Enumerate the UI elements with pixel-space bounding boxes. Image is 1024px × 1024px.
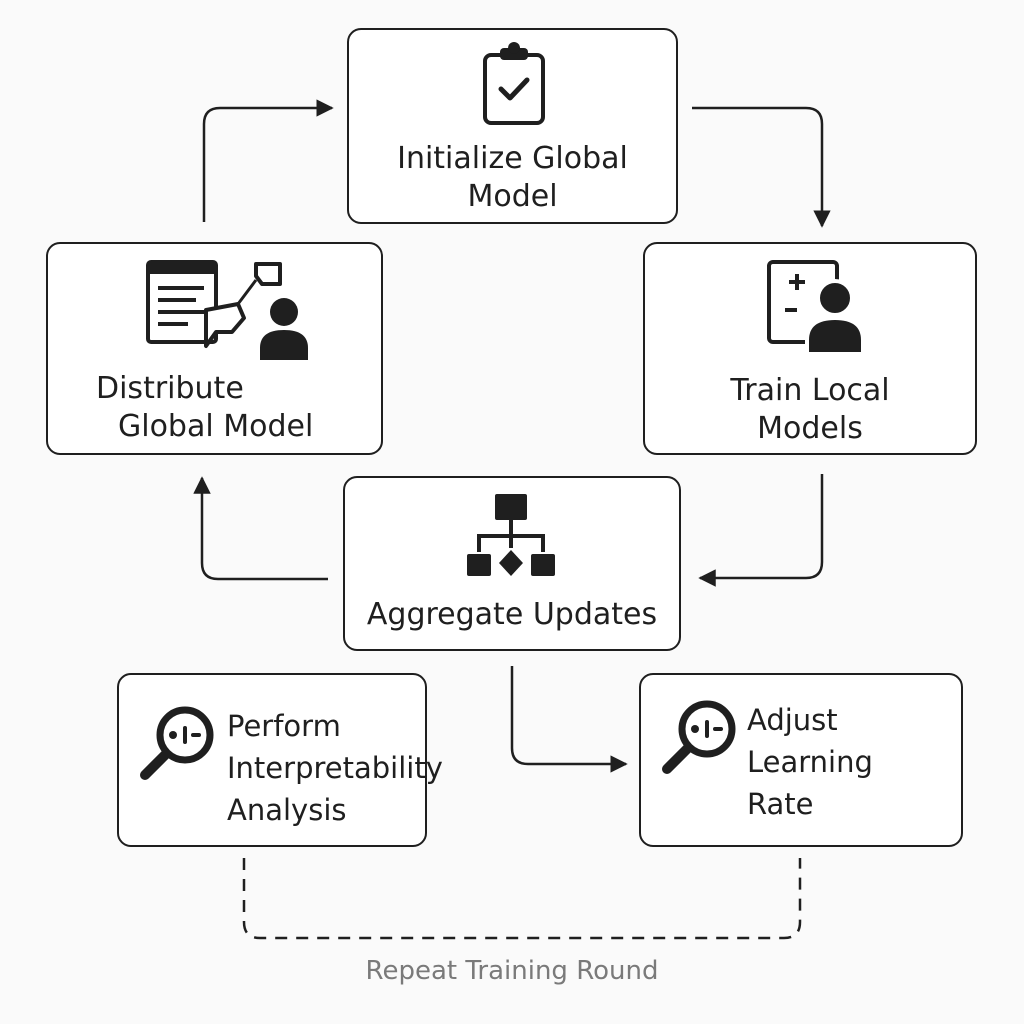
- initialize-label-line-2: Model: [467, 179, 558, 214]
- aggregate-updates-node: Aggregate Updates: [343, 476, 681, 651]
- arrow-initialize-to-train: [692, 106, 831, 228]
- adjust-label: Adjust Learning Rate: [747, 699, 873, 825]
- magnifier-analysis-icon: [140, 706, 214, 780]
- interpret-label-line-1: Perform: [227, 709, 341, 743]
- interpret-label-line-3: Analysis: [227, 793, 347, 827]
- arrow-aggregate-to-adjust: [510, 666, 628, 773]
- magnifier-adjust-icon: [662, 700, 736, 774]
- distribute-global-model-node: Distribute Global Model: [46, 242, 383, 455]
- repeat-loop-label: Repeat Training Round: [365, 956, 659, 986]
- clipboard-check-icon: [483, 42, 545, 125]
- arrow-aggregate-to-distribute: [193, 476, 328, 581]
- distribute-label: Distribute Global Model: [96, 370, 313, 446]
- document-chat-user-icon: [146, 260, 308, 360]
- train-label: Train Local Models: [645, 372, 975, 448]
- aggregate-label: Aggregate Updates: [345, 596, 679, 634]
- interpret-label-line-2: Interpretability: [227, 751, 443, 785]
- interpret-label: Perform Interpretability Analysis: [227, 705, 443, 831]
- adjust-learning-rate-node: Adjust Learning Rate: [639, 673, 963, 847]
- distribute-label-line-2: Global Model: [118, 409, 314, 444]
- hierarchy-aggregate-icon: [467, 494, 555, 576]
- adjust-label-line-2: Learning: [747, 745, 873, 779]
- initialize-global-model-node: Initialize Global Model: [347, 28, 678, 224]
- dashed-repeat-loop: [242, 858, 802, 940]
- user-document-plus-minus-icon: [767, 260, 865, 354]
- train-label-line-2: Models: [757, 411, 863, 446]
- aggregate-label-line-1: Aggregate Updates: [366, 597, 658, 632]
- initialize-label: Initialize Global Model: [349, 140, 676, 216]
- train-local-models-node: Train Local Models: [643, 242, 977, 455]
- distribute-label-line-1: Distribute: [96, 371, 244, 406]
- train-label-line-1: Train Local: [730, 373, 890, 408]
- adjust-label-line-3: Rate: [747, 787, 814, 821]
- interpretability-analysis-node: Perform Interpretability Analysis: [117, 673, 443, 847]
- adjust-label-line-1: Adjust: [747, 703, 838, 737]
- arrow-distribute-to-initialize: [202, 99, 334, 222]
- arrow-train-to-aggregate: [698, 474, 824, 587]
- initialize-label-line-1: Initialize Global: [397, 141, 628, 176]
